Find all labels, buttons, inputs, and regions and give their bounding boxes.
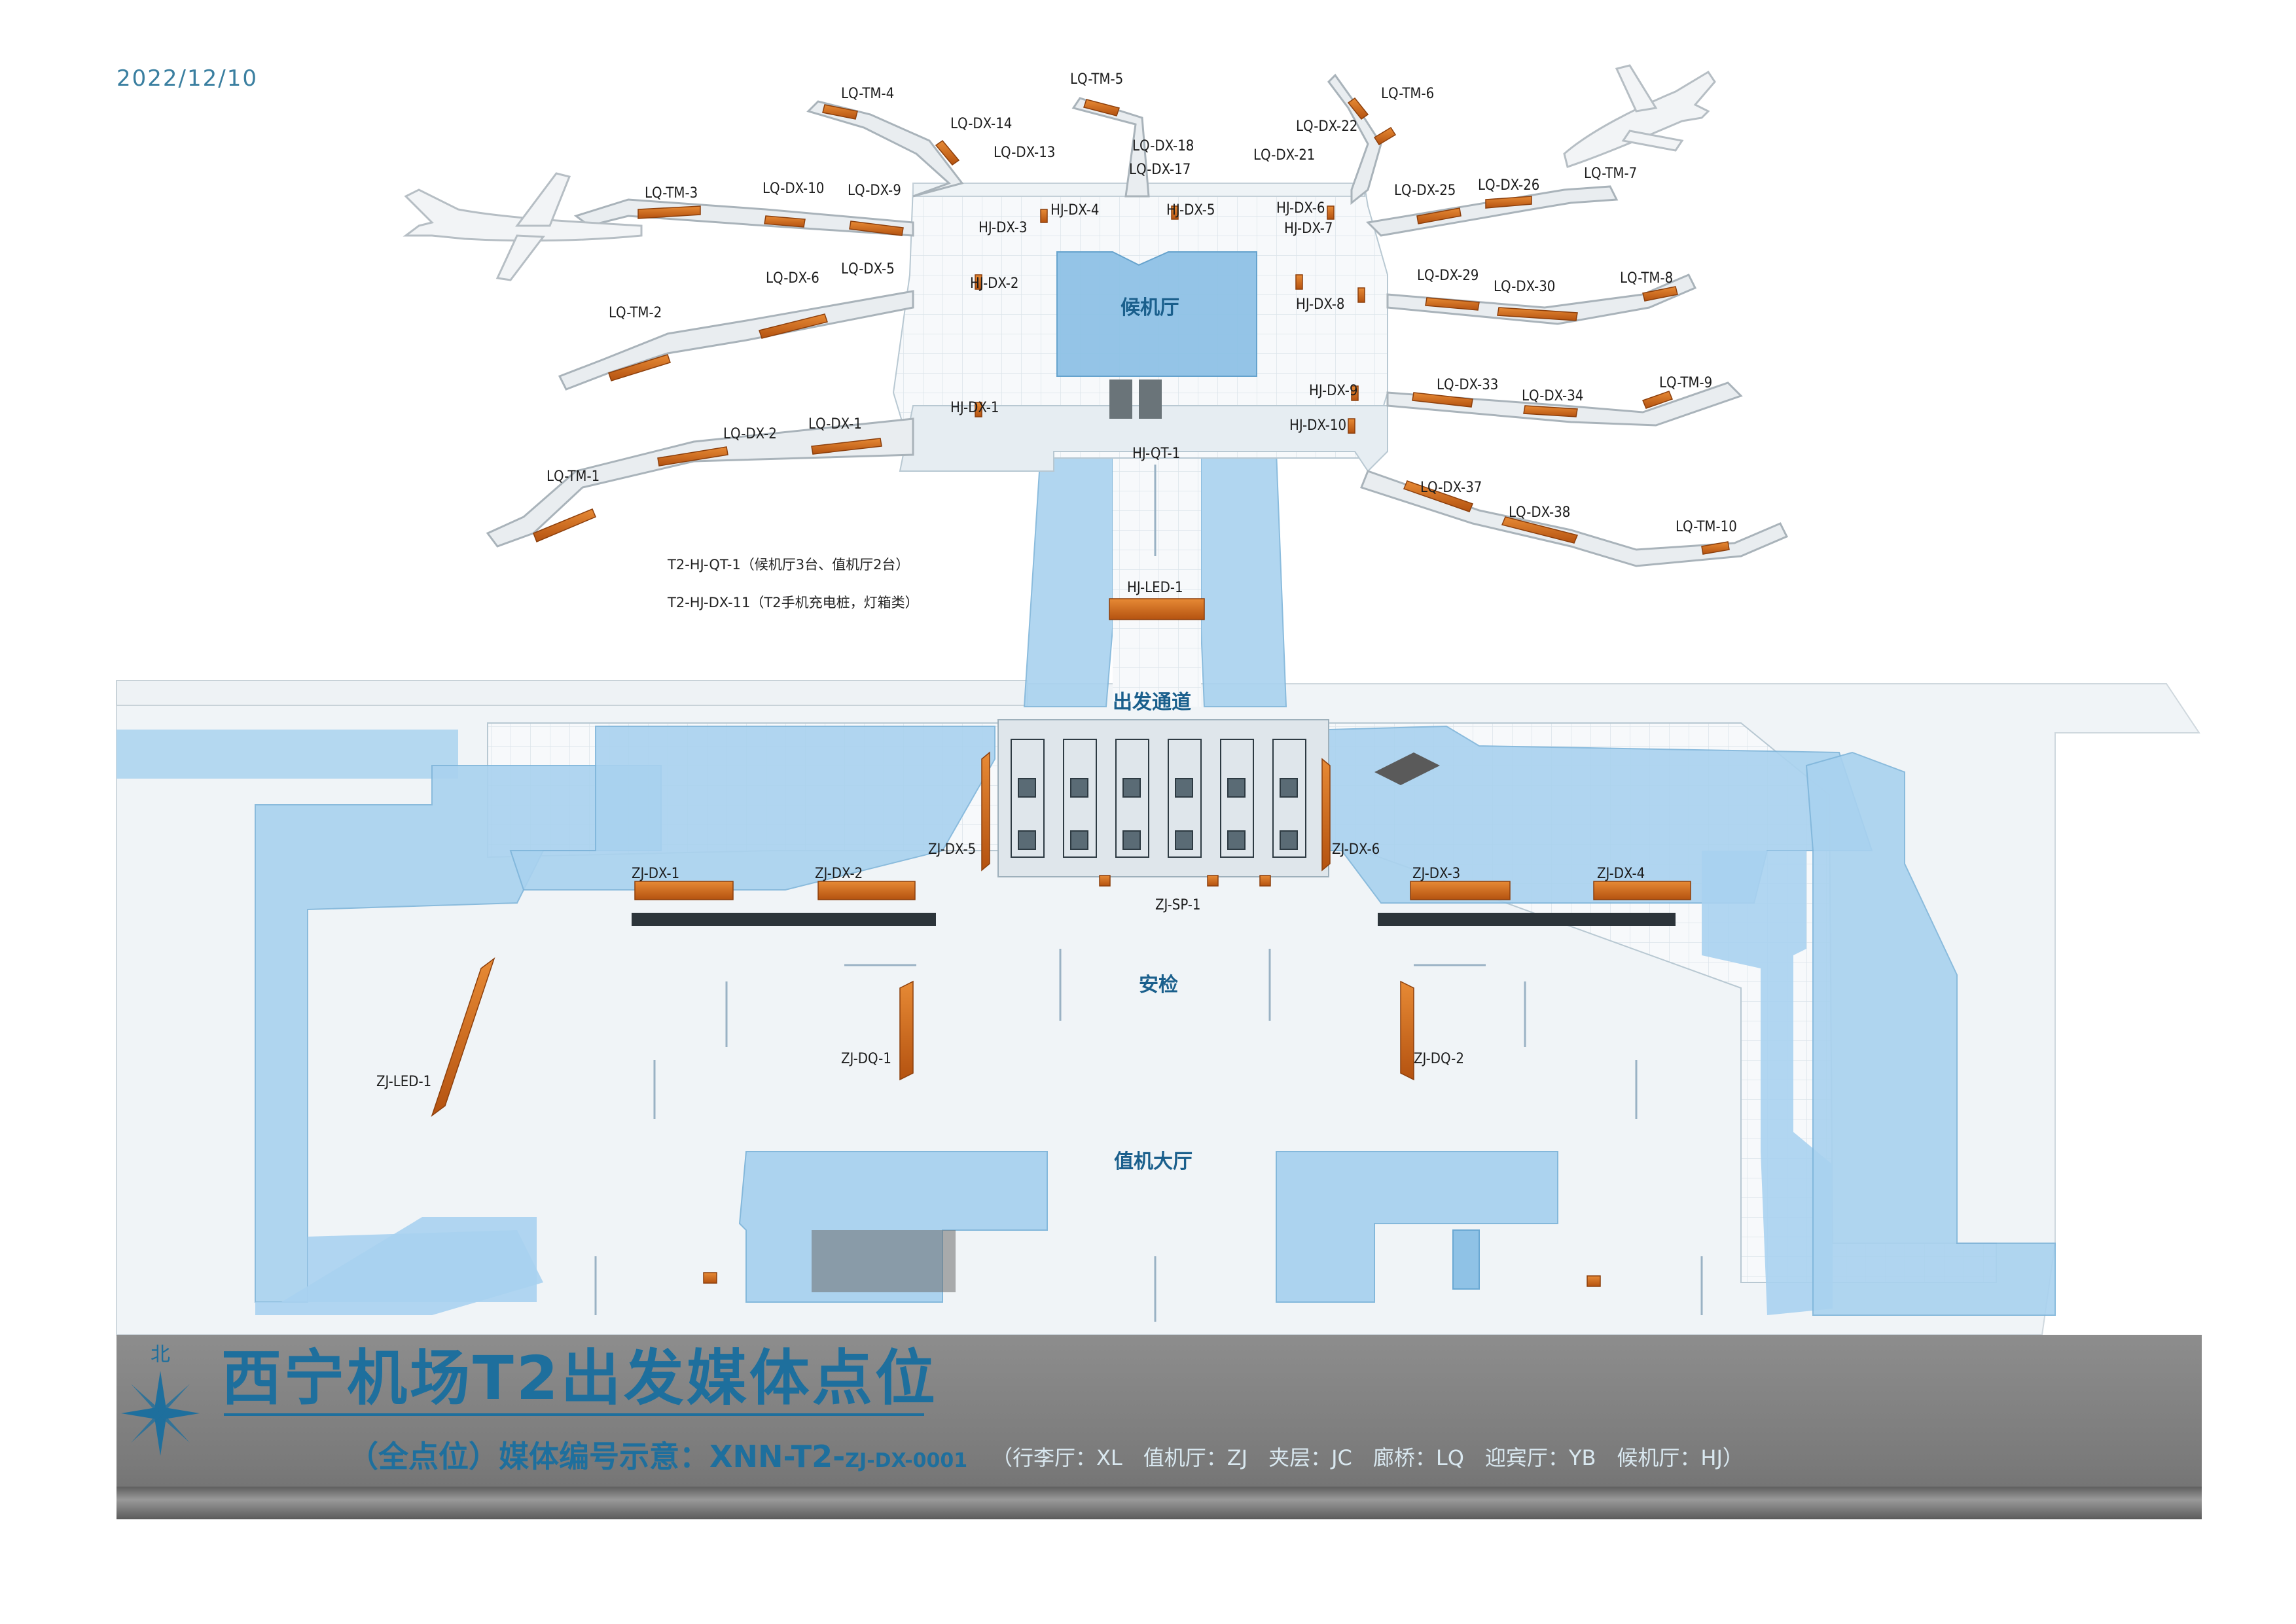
label-lq-dx-9: LQ-DX-9 [848,183,901,199]
zone-gate-hall: 候机厅 [1121,296,1179,319]
label-lq-dx-10: LQ-DX-10 [762,181,824,197]
media-boards [431,97,1730,1287]
label-hj-led-1: HJ-LED-1 [1127,580,1183,596]
media-labels: LQ-TM-1 LQ-TM-2 LQ-TM-3 LQ-TM-4 LQ-TM-5 … [376,71,1737,1090]
banner-strip [117,1487,2202,1519]
label-lq-dx-5: LQ-DX-5 [841,261,895,277]
label-lq-dx-34: LQ-DX-34 [1522,388,1583,404]
flow-arrows [594,465,1703,1322]
label-hj-dx-4: HJ-DX-4 [1050,202,1100,219]
label-lq-dx-2: LQ-DX-2 [723,426,777,442]
departure-corridor [1023,451,1287,707]
title-banner [117,1335,2202,1519]
label-hj-dx-7: HJ-DX-7 [1284,221,1333,237]
label-hj-dx-2: HJ-DX-2 [970,275,1019,292]
compass-north-label: 北 [151,1343,170,1366]
label-lq-dx-1: LQ-DX-1 [808,416,862,432]
label-lq-tm-2: LQ-TM-2 [609,305,662,321]
label-hj-dx-8: HJ-DX-8 [1296,296,1345,313]
label-lq-dx-33: LQ-DX-33 [1437,377,1498,393]
zone-departure-corridor: 出发通道 [1113,691,1191,714]
label-zj-dq-2: ZJ-DQ-2 [1414,1051,1464,1067]
checkin-level [116,680,2200,1335]
banner-title-text: 西宁机场T2出发媒体点位 [221,1343,938,1413]
zone-labels: 候机厅 出发通道 安检 值机大厅 [1113,296,1193,1173]
label-hj-dx-10: HJ-DX-10 [1289,417,1346,434]
banner-underline [224,1413,924,1416]
label-lq-dx-6: LQ-DX-6 [766,270,819,287]
label-lq-tm-7: LQ-TM-7 [1584,166,1637,182]
airplane-left-icon [403,172,643,281]
label-zj-dq-1: ZJ-DQ-1 [841,1051,891,1067]
label-lq-tm-4: LQ-TM-4 [841,86,894,102]
label-lq-tm-6: LQ-TM-6 [1381,86,1434,102]
zone-checkin-hall: 值机大厅 [1114,1150,1193,1173]
gate-hall-pier [892,183,1388,472]
label-lq-dx-37: LQ-DX-37 [1420,480,1482,496]
label-hj-dx-5: HJ-DX-5 [1166,202,1215,219]
security-lanes [1011,739,1306,858]
banner-subtitle-main: （全点位）媒体编号示意：XNN-T2- [348,1439,846,1474]
label-lq-tm-9: LQ-TM-9 [1659,375,1712,391]
label-lq-dx-17: LQ-DX-17 [1129,162,1191,178]
label-lq-dx-22: LQ-DX-22 [1296,118,1357,135]
banner-subtitle: （全点位）媒体编号示意：XNN-T2-ZJ-DX-0001 [348,1433,967,1476]
label-lq-dx-14: LQ-DX-14 [950,116,1012,132]
label-hj-dx-1: HJ-DX-1 [950,400,999,416]
label-zj-dx-5: ZJ-DX-5 [928,841,976,858]
compass-icon: 北 [121,1343,200,1456]
label-hj-dx-9: HJ-DX-9 [1309,383,1358,399]
label-lq-tm-1: LQ-TM-1 [547,468,600,485]
label-lq-tm-3: LQ-TM-3 [645,185,698,202]
label-hj-dx-3: HJ-DX-3 [978,220,1028,236]
note-qt: T2-HJ-QT-1（候机厅3台、值机厅2台） [667,557,909,573]
label-zj-sp-1: ZJ-SP-1 [1155,897,1201,913]
label-lq-dx-25: LQ-DX-25 [1394,183,1456,199]
banner-codes: （行李厅：XL 值机厅：ZJ 夹层：JC 廊桥：LQ 迎宾厅：YB 候机厅：HJ… [992,1445,1744,1470]
label-zj-dx-3: ZJ-DX-3 [1412,866,1460,882]
label-hj-dx-6: HJ-DX-6 [1276,200,1325,217]
label-lq-dx-26: LQ-DX-26 [1478,177,1539,194]
label-lq-tm-5: LQ-TM-5 [1070,71,1123,88]
label-lq-dx-18: LQ-DX-18 [1132,138,1194,154]
notes: T2-HJ-QT-1（候机厅3台、值机厅2台） T2-HJ-DX-11（T2手机… [667,557,919,610]
label-lq-dx-38: LQ-DX-38 [1509,504,1570,521]
banner-title: 西宁机场T2出发媒体点位 [110,1330,938,1417]
airplane-right-icon [1563,64,1716,168]
label-zj-led-1: ZJ-LED-1 [376,1074,431,1090]
label-zj-dx-4: ZJ-DX-4 [1597,866,1645,882]
label-lq-dx-21: LQ-DX-21 [1253,147,1315,164]
label-lq-dx-30: LQ-DX-30 [1494,279,1555,295]
label-zj-dx-6: ZJ-DX-6 [1332,841,1380,858]
label-lq-dx-29: LQ-DX-29 [1417,268,1479,284]
note-dx: T2-HJ-DX-11（T2手机充电桩，灯箱类） [667,595,919,610]
label-lq-tm-10: LQ-TM-10 [1676,519,1737,535]
label-lq-dx-13: LQ-DX-13 [994,145,1055,161]
label-lq-tm-8: LQ-TM-8 [1620,270,1673,287]
label-zj-dx-2: ZJ-DX-2 [815,866,863,882]
label-zj-dx-1: ZJ-DX-1 [632,866,679,882]
zone-security: 安检 [1139,974,1178,997]
date-stamp: 2022/12/10 [117,65,258,92]
label-hj-qt-1: HJ-QT-1 [1132,446,1180,462]
banner-subtitle-code: ZJ-DX-0001 [845,1449,968,1472]
